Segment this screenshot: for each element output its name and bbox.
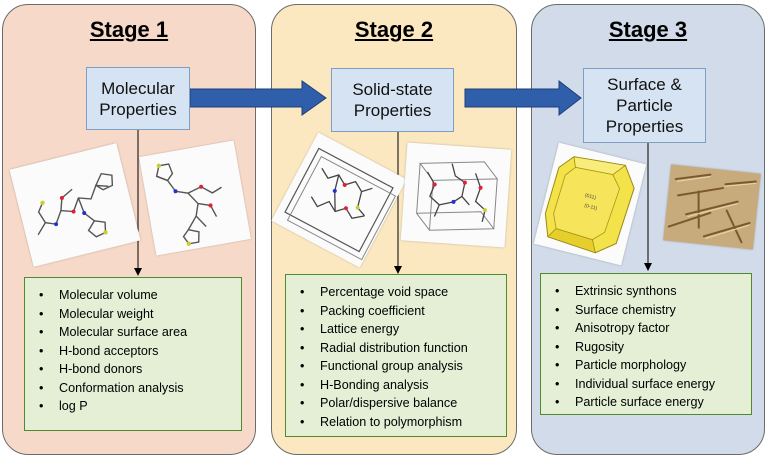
- crystal-packing-image: [400, 142, 512, 248]
- list-item: H-bond acceptors: [39, 342, 235, 361]
- list-item: Surface chemistry: [555, 301, 745, 320]
- flow-arrow-icon: [464, 79, 582, 117]
- list-item: Molecular surface area: [39, 323, 235, 342]
- list-item: Particle morphology: [555, 356, 745, 375]
- connector-arrow-icon: [394, 132, 402, 274]
- stage-2-property-list: Percentage void space Packing coefficien…: [285, 274, 507, 437]
- molecule-image: [139, 140, 251, 256]
- stage-3-title: Stage 3: [608, 17, 688, 42]
- list-item: Conformation analysis: [39, 379, 235, 398]
- list-item: H-bond donors: [39, 360, 235, 379]
- solid-state-properties-label: Solid-state Properties: [352, 80, 433, 120]
- surface-particle-properties-label: Surface & Particle Properties: [605, 75, 684, 136]
- list-item: H-Bonding analysis: [300, 376, 500, 395]
- list-item: Anisotropy factor: [555, 319, 745, 338]
- list-item: Percentage void space: [300, 283, 500, 302]
- list-item: Radial distribution function: [300, 339, 500, 358]
- crystal-morphology-image: (011) (0-11): [533, 142, 647, 266]
- list-item: Molecular weight: [39, 305, 235, 324]
- crystal-packing-image: [271, 132, 407, 268]
- stage-2-title: Stage 2: [354, 17, 434, 42]
- connector-arrow-icon: [644, 143, 652, 271]
- surface-particle-properties-box: Surface & Particle Properties: [583, 68, 706, 143]
- flow-arrow-icon: [189, 80, 327, 116]
- stage-3-property-list: Extrinsic synthons Surface chemistry Ani…: [540, 273, 752, 415]
- list-item: Relation to polymorphism: [300, 413, 500, 432]
- molecule-image: [9, 143, 141, 267]
- list-item: log P: [39, 397, 235, 416]
- molecular-properties-label: Molecular Properties: [99, 78, 177, 119]
- list-item: Particle surface energy: [555, 393, 745, 412]
- particle-micrograph-image: [663, 164, 761, 250]
- stage-1-title: Stage 1: [89, 17, 169, 42]
- stage-1-property-list: Molecular volume Molecular weight Molecu…: [24, 277, 242, 431]
- svg-text:(0-11): (0-11): [584, 203, 598, 212]
- svg-text:(011): (011): [584, 193, 597, 202]
- list-item: Extrinsic synthons: [555, 282, 745, 301]
- molecular-properties-box: Molecular Properties: [86, 67, 190, 130]
- list-item: Individual surface energy: [555, 375, 745, 394]
- list-item: Lattice energy: [300, 320, 500, 339]
- list-item: Molecular volume: [39, 286, 235, 305]
- connector-arrow-icon: [134, 130, 142, 276]
- solid-state-properties-box: Solid-state Properties: [331, 68, 454, 132]
- list-item: Packing coefficient: [300, 302, 500, 321]
- list-item: Polar/dispersive balance: [300, 394, 500, 413]
- list-item: Rugosity: [555, 338, 745, 357]
- list-item: Functional group analysis: [300, 357, 500, 376]
